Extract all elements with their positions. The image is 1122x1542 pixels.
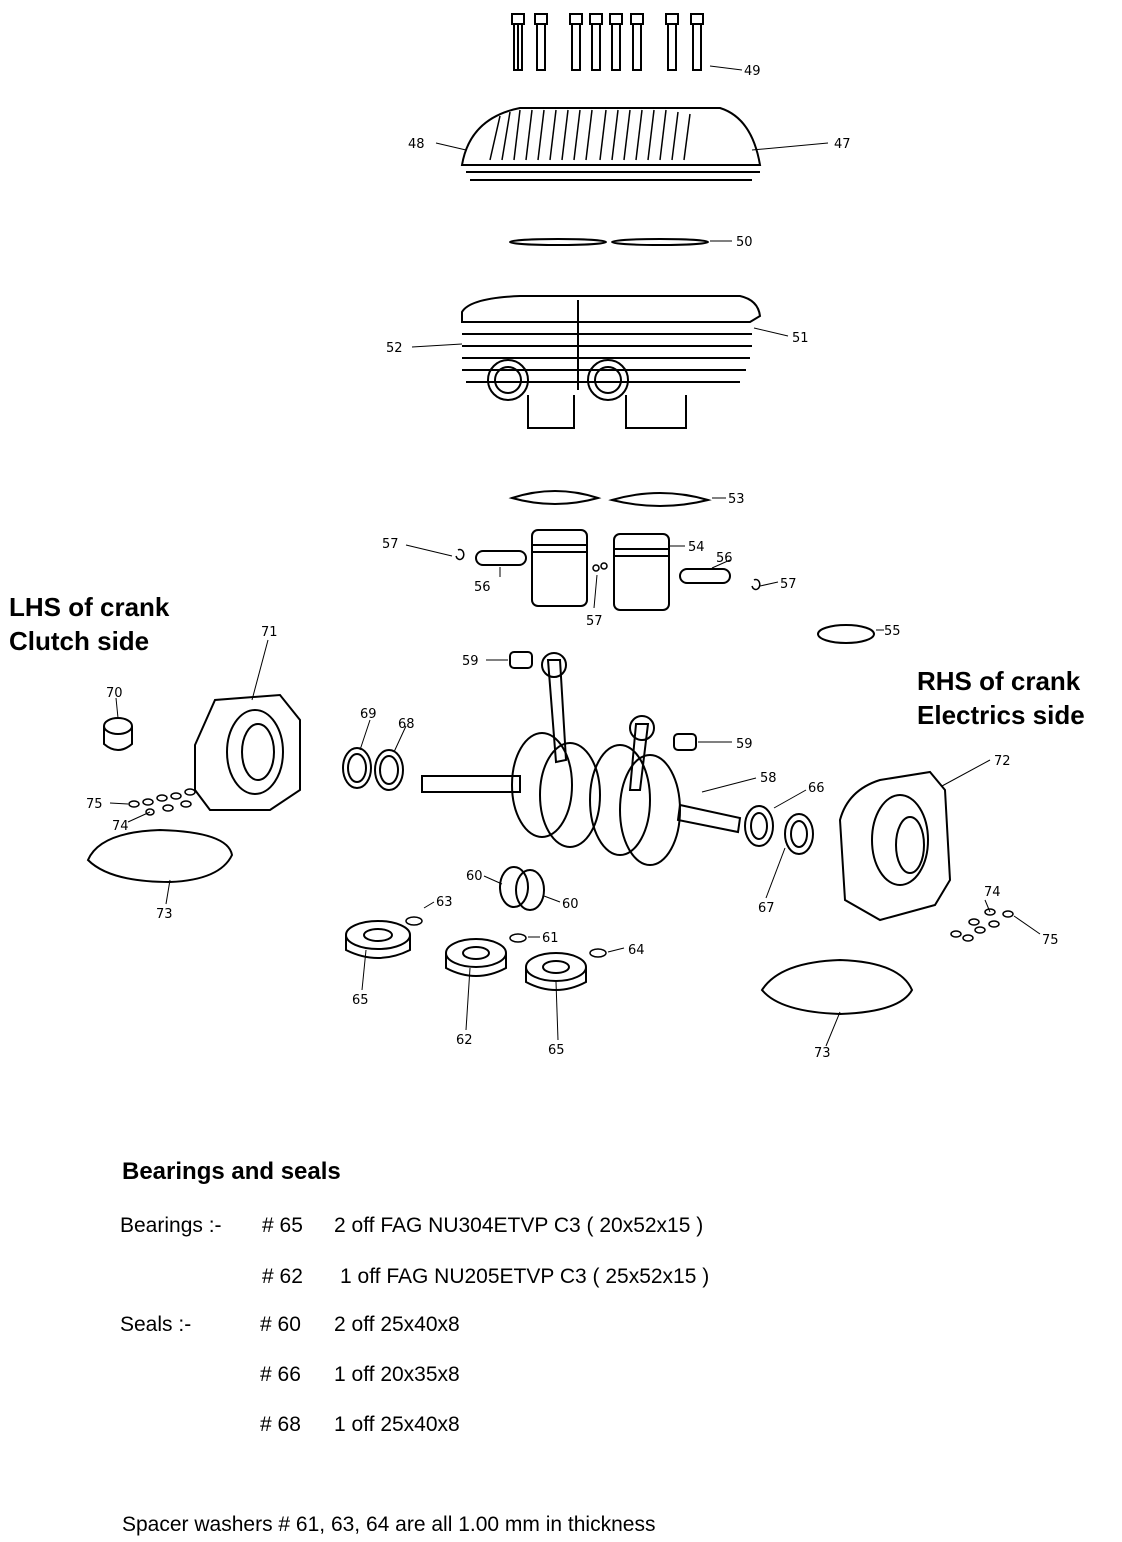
part-number: 68 (398, 717, 415, 732)
bearings-label: Bearings :- (120, 1214, 222, 1237)
head-gaskets (509, 238, 709, 246)
part-number: 75 (1042, 933, 1059, 948)
cylinder-head-bolts (511, 13, 704, 71)
part-number: 62 (456, 1033, 473, 1048)
lhs-side-label: LHS of crank Clutch side (9, 590, 169, 658)
row-desc: 1 off 25x40x8 (334, 1413, 460, 1436)
rhs-side-label: RHS of crank Electrics side (917, 664, 1085, 732)
part-number: 50 (736, 235, 753, 250)
notes-heading: Bearings and seals (122, 1158, 341, 1185)
small-end-bearing-right (673, 733, 697, 751)
right-crank-seals (744, 805, 814, 855)
left-cover-gasket (86, 828, 234, 884)
row-ref: # 60 (260, 1313, 301, 1336)
part-number: 65 (352, 993, 369, 1008)
part-number: 74 (112, 819, 129, 834)
part-number: 49 (744, 64, 761, 79)
seals-label: Seals :- (120, 1313, 192, 1336)
part-number: 52 (386, 341, 403, 356)
piston-ring (817, 624, 875, 644)
part-number: 48 (408, 137, 425, 152)
nuts-washers-right (950, 908, 1014, 942)
row-ref: # 62 (262, 1265, 303, 1288)
part-number: 73 (156, 907, 173, 922)
crankshaft (421, 652, 742, 866)
leader-lines (109, 65, 1041, 1047)
nuts-washers-left (128, 788, 196, 816)
part-number: 63 (436, 895, 453, 910)
part-number: 73 (814, 1046, 831, 1061)
part-number: 47 (834, 137, 851, 152)
part-number: 58 (760, 771, 777, 786)
part-number: 65 (548, 1043, 565, 1058)
part-number: 56 (474, 580, 491, 595)
part-number-labels: 47 48 49 50 51 52 53 54 55 56 56 57 57 5… (86, 64, 1059, 1061)
rhs-line-1: RHS of crank (917, 666, 1081, 696)
part-number: 55 (884, 624, 901, 639)
part-number: 53 (728, 492, 745, 507)
lhs-line-2: Clutch side (9, 626, 150, 656)
part-number: 66 (808, 781, 825, 796)
part-number: 71 (261, 625, 278, 640)
rhs-line-2: Electrics side (917, 700, 1085, 730)
bush-70 (103, 717, 133, 751)
spacer-washers (405, 916, 607, 958)
row-desc: 1 off 20x35x8 (334, 1363, 460, 1386)
part-number: 57 (586, 614, 603, 629)
part-number: 72 (994, 754, 1011, 769)
part-number: 61 (542, 931, 559, 946)
part-number: 75 (86, 797, 103, 812)
part-number: 59 (736, 737, 753, 752)
row-desc: 2 off FAG NU304ETVP C3 ( 20x52x15 ) (334, 1214, 704, 1237)
left-housing (194, 693, 301, 811)
row-desc: 1 off FAG NU205ETVP C3 ( 25x52x15 ) (340, 1265, 710, 1288)
right-housing (838, 770, 952, 922)
base-gaskets (508, 490, 712, 507)
part-number: 70 (106, 686, 123, 701)
exploded-engine-diagram: 47 48 49 50 51 52 53 54 55 56 56 57 57 5… (86, 13, 1059, 1061)
main-bearings (345, 920, 587, 991)
part-number: 69 (360, 707, 377, 722)
part-number: 60 (562, 897, 579, 912)
part-number: 54 (688, 540, 705, 555)
part-number: 74 (984, 885, 1001, 900)
part-number: 67 (758, 901, 775, 916)
row-ref: # 68 (260, 1413, 301, 1436)
part-number: 59 (462, 654, 479, 669)
part-number: 60 (466, 869, 483, 884)
row-ref: # 65 (262, 1214, 303, 1237)
part-number: 56 (716, 551, 733, 566)
spacer-washers-note: Spacer washers # 61, 63, 64 are all 1.00… (122, 1513, 656, 1536)
pistons (531, 529, 670, 611)
part-number: 51 (792, 331, 809, 346)
cylinder-barrels (461, 295, 762, 429)
seals-60 (499, 866, 545, 911)
right-cover-gasket (760, 958, 914, 1016)
part-number: 64 (628, 943, 645, 958)
lhs-line-1: LHS of crank (9, 592, 170, 622)
part-number: 57 (382, 537, 399, 552)
circlips (455, 548, 761, 591)
cylinder-head (460, 107, 762, 181)
row-ref: # 66 (260, 1363, 301, 1386)
part-number: 57 (780, 577, 797, 592)
left-crank-seals (342, 747, 404, 791)
small-end-bearing-left (509, 651, 533, 669)
row-desc: 2 off 25x40x8 (334, 1313, 460, 1336)
gudgeon-pins (475, 550, 731, 584)
